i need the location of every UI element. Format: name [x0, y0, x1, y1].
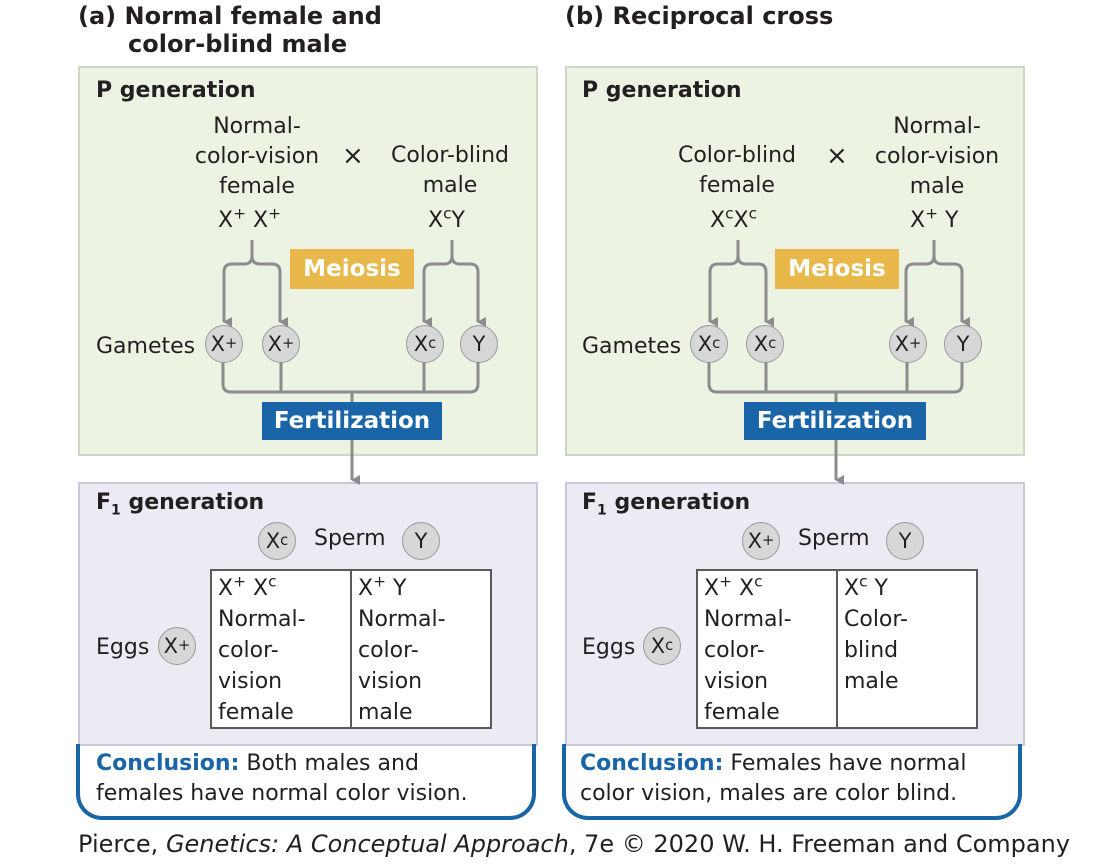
punnett-cell-female-b: X+ Xc Normal- color- vision female [704, 572, 792, 725]
gamete-merge-a [221, 362, 480, 402]
gamete-merge-b [707, 362, 964, 402]
normal-male-label-b: Normal- color-vision male [874, 114, 1000, 199]
egg-a: X+ [158, 627, 196, 665]
gametes-label-b: Gametes [582, 334, 682, 359]
eggs-label-b: Eggs [582, 635, 636, 660]
conclusion-box-b [562, 744, 1022, 820]
colorblind-male-label-a: Color-blind male [390, 143, 510, 198]
punnett-square-a: X+ Xc Normal- color- vision female X+ Y … [210, 569, 492, 729]
conclusion-text-b: Conclusion: Females have normal color vi… [580, 751, 967, 806]
gamete-male-x-b: X+ [889, 325, 927, 363]
sperm-x-b: X+ [742, 522, 780, 560]
credit-line: Pierce, Genetics: A Conceptual Approach,… [78, 830, 1071, 858]
gametes-label-a: Gametes [96, 334, 196, 359]
conclusion-text-a: Conclusion: Both males and females have … [96, 751, 468, 806]
sperm-label-b: Sperm [798, 526, 870, 551]
p-generation-title-a: P generation [96, 78, 256, 103]
fertilization-label-a: Fertilization [262, 402, 442, 440]
panel-b-title: (b) Reciprocal cross [565, 2, 834, 30]
punnett-cell-male-a: X+ Y Normal- color- vision male [350, 571, 490, 727]
male-genotype-a: XcY [428, 204, 465, 233]
female-genotype-a: X+ X+ [218, 204, 281, 233]
fertilization-label-b: Fertilization [744, 402, 926, 440]
gamete-female-1-a: X+ [205, 325, 243, 363]
meiosis-bracket-male-a [422, 240, 478, 322]
meiosis-bracket-male-b [904, 240, 962, 322]
panel-a-title: (a) Normal female and color-blind male [78, 2, 382, 58]
sperm-y-a: Y [402, 522, 440, 560]
male-genotype-b: X+ Y [910, 204, 959, 233]
meiosis-bracket-female-b [708, 240, 766, 322]
meiosis-label-b: Meiosis [775, 249, 899, 289]
female-genotype-b: XcXc [710, 204, 758, 233]
eggs-label-a: Eggs [96, 635, 150, 660]
punnett-cell-male-b: Xc Y Color- blind male [836, 571, 976, 727]
punnett-square-b: X+ Xc Normal- color- vision female Xc Y … [696, 569, 978, 729]
p-generation-title-b: P generation [582, 78, 742, 103]
f1-generation-title-a: F1 generation [96, 490, 265, 519]
colorblind-female-label-b: Color-blind female [677, 143, 797, 198]
sperm-y-b: Y [886, 522, 924, 560]
sperm-label-a: Sperm [314, 526, 386, 551]
normal-female-label-a: Normal- color-vision female [194, 114, 320, 199]
punnett-cell-female-a: X+ Xc Normal- color- vision female [218, 572, 306, 725]
f1-generation-title-b: F1 generation [582, 490, 751, 519]
meiosis-label-a: Meiosis [290, 249, 414, 289]
cross-symbol-a: × [342, 141, 364, 171]
cross-symbol-b: × [826, 141, 848, 171]
conclusion-box-a [76, 744, 536, 820]
meiosis-bracket-female-a [222, 240, 280, 322]
